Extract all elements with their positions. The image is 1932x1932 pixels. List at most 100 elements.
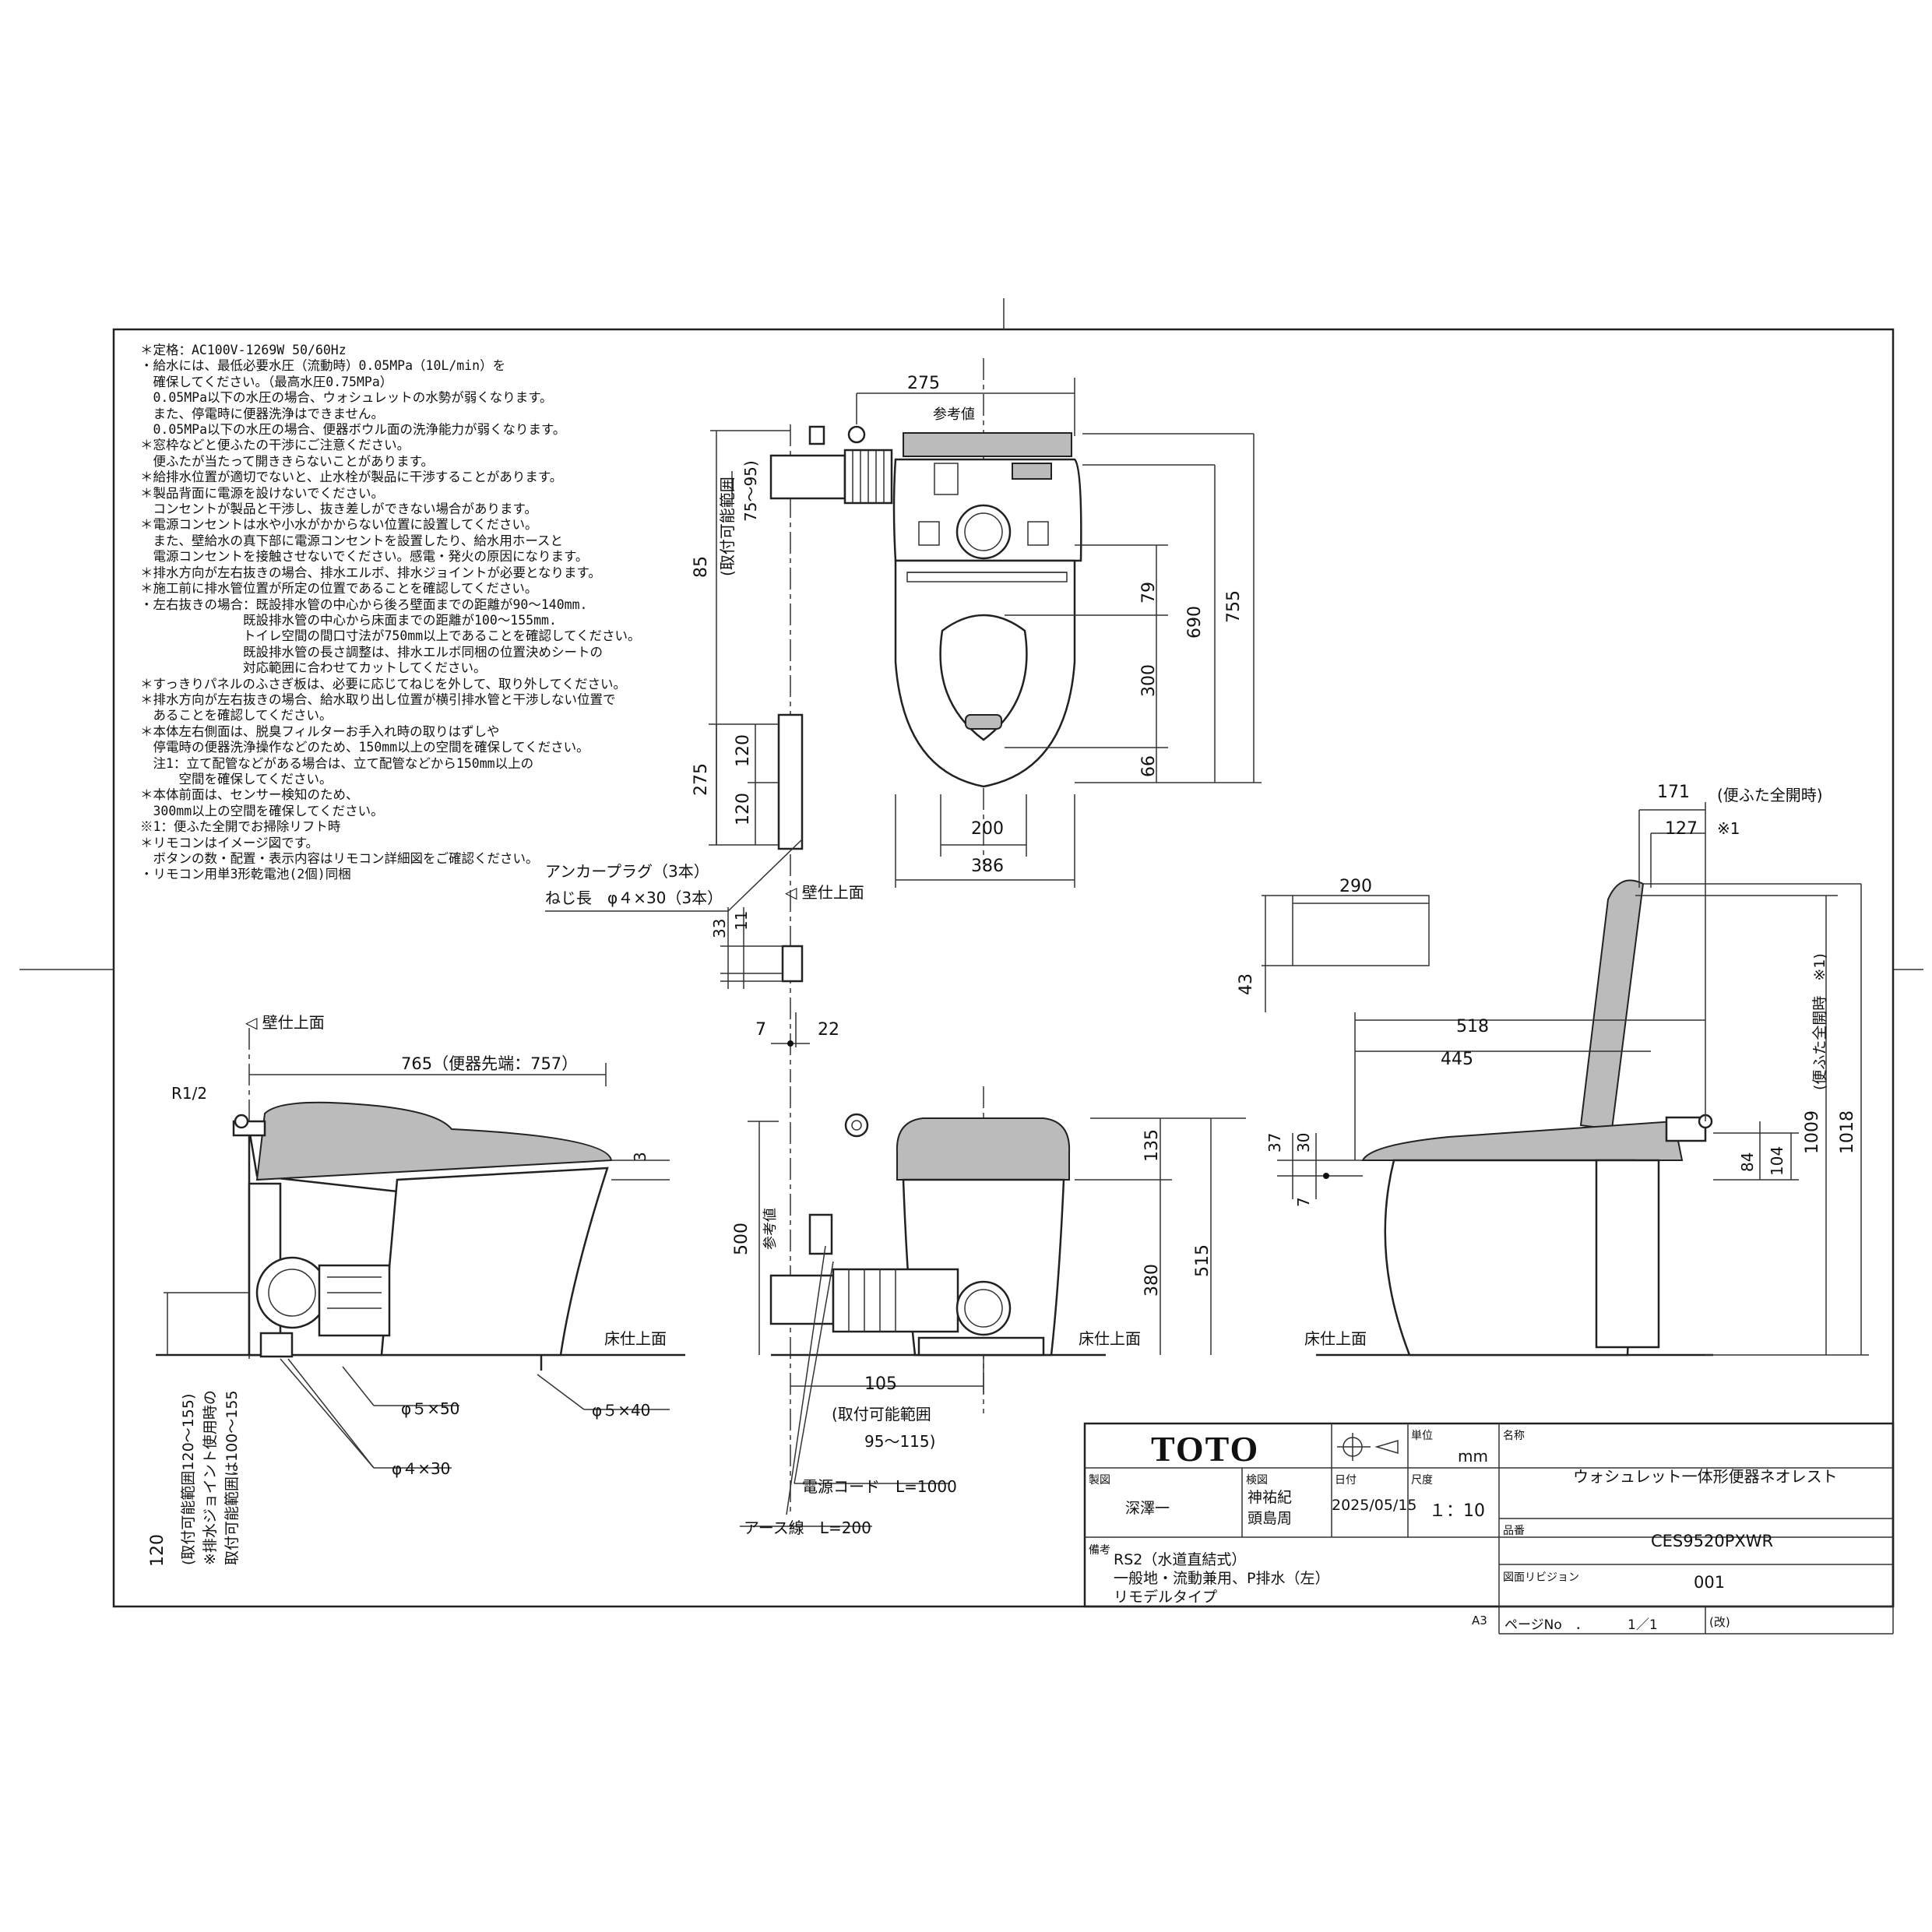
page-value: 1／1 (1628, 1617, 1658, 1633)
note-line: 注1：立て配管などがある場合は、立て配管などから150mm以上の (140, 755, 534, 771)
drawn-by: 深澤一 (1125, 1500, 1170, 1517)
product-label: 品番 (1503, 1525, 1525, 1537)
range-value-front: 95～115) (864, 1432, 936, 1451)
dim-104: 104 (1768, 1145, 1786, 1176)
dim-3-left: 3 (631, 1152, 649, 1162)
dim-127: 127 (1665, 819, 1698, 839)
dim-275-side: 275 (692, 763, 711, 796)
dim-37: 37 (1265, 1132, 1284, 1153)
dim-515: 515 (1193, 1244, 1212, 1277)
floor-label-left: 床仕上面 (604, 1329, 667, 1348)
dim-200: 200 (971, 819, 1004, 839)
note-line: トイレ空間の間口寸法が750mm以上であることを確認してください。 (140, 628, 641, 644)
seat-right (1361, 1120, 1684, 1161)
dim-290: 290 (1339, 877, 1372, 896)
dim-445: 445 (1441, 1050, 1473, 1069)
lid-full-label: (便ふた全開時 ※1) (1811, 953, 1828, 1090)
note-line: ＊施工前に排水管位置が所定の位置であることを確認してください。 (140, 581, 538, 596)
revision-label: 図面リビジョン (1503, 1571, 1579, 1584)
range-label-top: (取付可能範囲 (718, 477, 737, 576)
note-line: 空間を確保してください。 (140, 771, 333, 787)
range-line-2: ※排水ジョイント使用時の (202, 1390, 219, 1565)
supply-pipe (769, 454, 846, 500)
dim-518: 518 (1456, 1017, 1489, 1036)
side-view-right (1262, 802, 1869, 1357)
note-line: 既設排水管の中心から床面までの距離が100～155mm. (140, 612, 557, 628)
product-name: ウォシュレット一体形便器ネオレスト (1573, 1467, 1838, 1486)
note-line: ＊排水方向が左右抜きの場合、給水取り出し位置が横引排水管と干渉しない位置で (140, 692, 616, 707)
dim-120-left: 120 (148, 1534, 167, 1567)
title-block (1083, 1422, 1895, 1635)
remark-3: リモデルタイプ (1114, 1589, 1218, 1606)
screw-5x40: φ５×40 (592, 1401, 651, 1420)
dim-765: 765（便器先端：757） (401, 1054, 579, 1073)
dim-43: 43 (1237, 973, 1256, 995)
dim-79: 79 (1139, 582, 1159, 604)
dim-7-top: 7 (755, 1020, 766, 1040)
page-label: ページNo ． (1504, 1617, 1589, 1633)
dim-22: 22 (818, 1020, 839, 1040)
page-suffix: (改) (1709, 1615, 1730, 1629)
note-line: 対応範囲に合わせてカットしてください。 (140, 660, 487, 676)
note-line: 0.05MPa以下の水圧の場合、便器ボウル面の洗浄能力が弱くなります。 (140, 422, 566, 438)
deck-top (903, 432, 1072, 457)
remarks-label: 備考 (1089, 1544, 1110, 1557)
earth-wire-label: アース線 L=200 (744, 1519, 871, 1537)
screw-4x30: φ４×30 (392, 1459, 451, 1478)
dim-84: 84 (1738, 1152, 1757, 1172)
ref-value-front: 参考値 (762, 1208, 779, 1250)
dim-1009: 1009 (1803, 1110, 1822, 1154)
checked-by-2: 頭島周 (1248, 1510, 1293, 1527)
dim-7-right: 7 (1294, 1197, 1313, 1207)
unit-label: 単位 (1411, 1430, 1433, 1442)
name-label: 名称 (1503, 1430, 1525, 1442)
note-line: 0.05MPa以下の水圧の場合、ウォシュレットの水勢が弱くなります。 (140, 390, 553, 406)
note-line: 電源コンセントを接触させないでください。感電・発火の原因になります。 (140, 549, 589, 565)
notes-block: ＊定格：AC100V-1269W 50/60Hz・給水には、最低必要水圧（流動時… (140, 343, 701, 883)
product-code: CES9520PXWR (1651, 1532, 1774, 1550)
screw-label: ねじ長 φ４×30（3本） (545, 889, 723, 907)
scale-label: 尺度 (1411, 1474, 1433, 1487)
note-line: また、壁給水の真下部に電源コンセントを設置したり、給水用ホースと (140, 533, 564, 548)
note-line: 300mm以上の空間を確保してください。 (140, 803, 384, 818)
remark-1: RS2（水道直結式） (1114, 1551, 1247, 1568)
date-label: 日付 (1335, 1474, 1357, 1487)
dim-386: 386 (971, 857, 1004, 876)
note-line: あることを確認してください。 (140, 708, 333, 723)
note-line: ＊電源コンセントは水や小水がかからない位置に設置してください。 (140, 517, 538, 533)
top-view (545, 358, 1262, 1082)
dim-275-top: 275 (907, 374, 940, 393)
panel-side (777, 713, 804, 850)
dim-690: 690 (1185, 606, 1205, 639)
range-line-3: 取付可能範囲は100～155 (223, 1390, 241, 1565)
r12-label: R1/2 (171, 1084, 208, 1103)
note-line: ボタンの数・配置・表示内容はリモコン詳細図をご確認ください。 (140, 851, 539, 866)
floor-label-front: 床仕上面 (1079, 1329, 1141, 1348)
floor-label-right: 床仕上面 (1304, 1329, 1367, 1348)
dim-135: 135 (1142, 1129, 1162, 1162)
note-line: 停電時の便器洗浄操作などのため、150mm以上の空間を確保してください。 (140, 740, 589, 755)
dim-120a: 120 (734, 734, 753, 767)
remark-2: 一般地・流動兼用、P排水（左） (1114, 1570, 1330, 1587)
note-line: ＊リモコンはイメージ図です。 (140, 835, 319, 850)
note-line: ＊排水方向が左右抜きの場合、排水エルボ、排水ジョイントが必要となります。 (140, 565, 601, 580)
front-view (740, 1086, 1246, 1527)
note-line: ＊製品背面に電源を設けないでください。 (140, 485, 385, 501)
brand-logo: TOTO (1151, 1429, 1260, 1469)
anchor-label: アンカープラグ（3本） (545, 862, 709, 881)
date-value: 2025/05/15 (1332, 1497, 1417, 1514)
wall-label-top: ◁ 壁仕上面 (785, 883, 864, 902)
remote-box (1292, 895, 1430, 966)
unit-value: mm (1458, 1447, 1488, 1466)
bowl-side-left (380, 1167, 609, 1357)
screw-5x50: φ５×50 (401, 1399, 460, 1418)
lid-front (896, 1117, 1071, 1181)
paper-size: A3 (1472, 1614, 1487, 1628)
lid-open-label: (便ふた全開時) (1717, 786, 1823, 804)
side-view-left (156, 1028, 685, 1469)
dim-33: 33 (710, 918, 729, 938)
mark-1: ※1 (1717, 819, 1740, 838)
note-line: ・左右抜きの場合：既設排水管の中心から後ろ壁面までの距離が90～140mm. (140, 596, 588, 612)
checked-by-1: 神祐紀 (1248, 1489, 1293, 1506)
